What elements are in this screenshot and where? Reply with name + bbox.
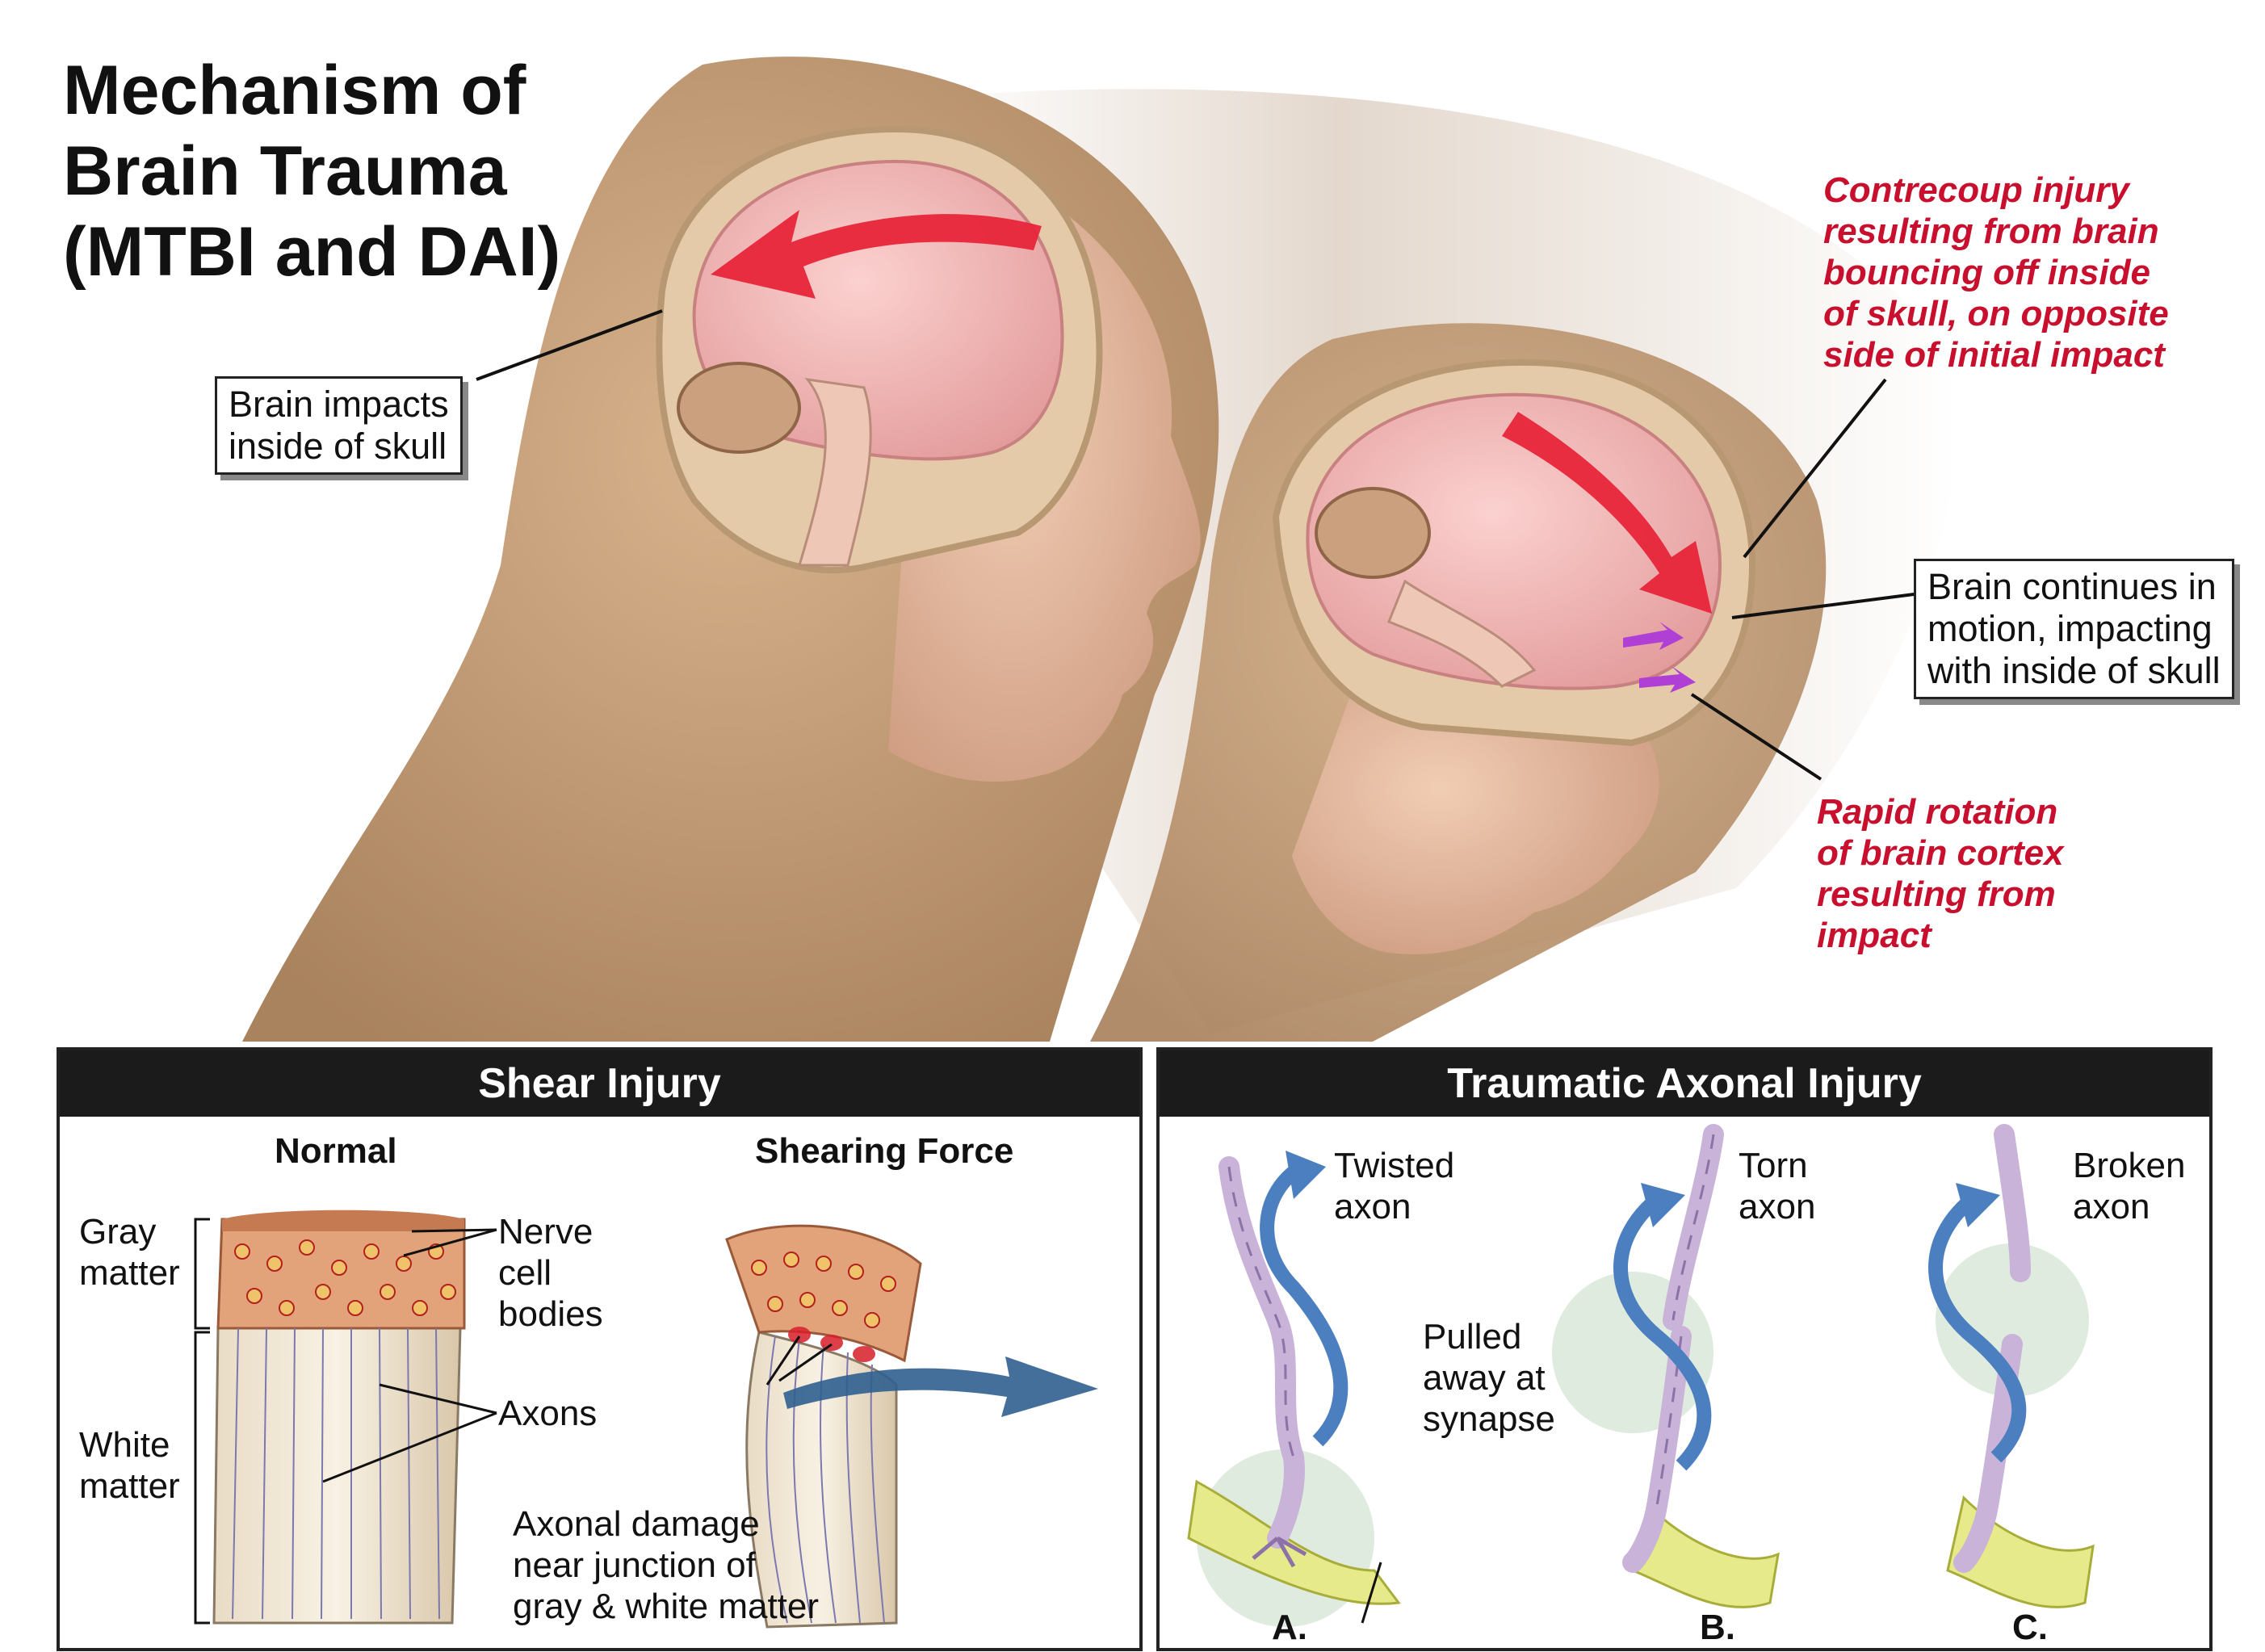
letter-c: C.: [2012, 1608, 2048, 1647]
shear-illustration: [194, 1210, 1098, 1629]
callout-brain-continues: Brain continues in motion, impacting wit…: [1914, 559, 2234, 699]
page-title: Mechanism of Brain Trauma (MTBI and DAI): [63, 52, 561, 291]
face-2: [1292, 678, 1659, 954]
synapse-b: [1631, 1503, 1780, 1608]
shear-force-arrow: [783, 1356, 1098, 1417]
pulled-away-label: Pulled away at synapse: [1423, 1317, 1555, 1439]
gray-matter-label: Gray matter: [79, 1212, 180, 1293]
torn-axon-label: Torn axon: [1739, 1146, 1816, 1226]
leader-rapid-rotation: [1690, 693, 1822, 781]
brainstem-1: [797, 377, 872, 567]
axonal-injury-header: Traumatic Axonal Injury: [1160, 1050, 2209, 1117]
leader-brain-impacts: [476, 309, 663, 381]
sheared-axon-lines: [765, 1335, 885, 1624]
rotation-arrow-b: [1613, 1193, 1712, 1471]
label-contrecoup: Contrecoup injury resulting from brain b…: [1823, 170, 2169, 375]
axonal-damage-label: Axonal damage near junction of gray & wh…: [513, 1504, 820, 1626]
brainstem-2: [1387, 579, 1537, 688]
sheared-cell-bodies: [751, 1252, 896, 1328]
normal-axon-lines: [232, 1327, 440, 1620]
nerve-cell-bodies-label: Nerve cell bodies: [498, 1212, 603, 1334]
twisted-axon-label: Twisted axon: [1334, 1146, 1455, 1226]
letter-a: A.: [1272, 1608, 1307, 1647]
cerebellum-1: [677, 362, 801, 454]
head-illustration: [242, 57, 1957, 1042]
label-rapid-rotation: Rapid rotation of brain cortex resulting…: [1817, 792, 2064, 955]
shearing-force-label: Shearing Force: [755, 1131, 1014, 1171]
cerebellum-2: [1315, 487, 1431, 579]
rotation-arrow-1: [1623, 622, 1684, 650]
broken-axon-label: Broken axon: [2073, 1146, 2186, 1226]
axons-label: Axons: [498, 1394, 598, 1433]
leader-brain-continues: [1731, 592, 1921, 619]
impact-arrow-2: [1502, 412, 1712, 614]
rotation-arrow-2: [1639, 666, 1696, 693]
synapse-a: [1187, 1479, 1401, 1605]
rotation-arrow-c: [1928, 1193, 2027, 1463]
leader-contrecoup: [1743, 378, 1887, 559]
impact-arrow-1: [711, 210, 1042, 299]
callout-brain-impacts: Brain impacts inside of skull: [215, 376, 463, 475]
axonal-illustration: [1187, 1124, 2095, 1627]
letter-b: B.: [1700, 1608, 1735, 1647]
gray-matter-bracket: [194, 1218, 210, 1330]
rotation-arrow-a: [1260, 1160, 1349, 1447]
white-matter-bracket: [194, 1331, 210, 1625]
white-matter-label: White matter: [79, 1425, 180, 1506]
shear-injury-header: Shear Injury: [60, 1050, 1139, 1117]
normal-label: Normal: [275, 1131, 397, 1171]
axon-c-top: [1994, 1124, 2031, 1282]
damage-spots: [788, 1327, 875, 1362]
